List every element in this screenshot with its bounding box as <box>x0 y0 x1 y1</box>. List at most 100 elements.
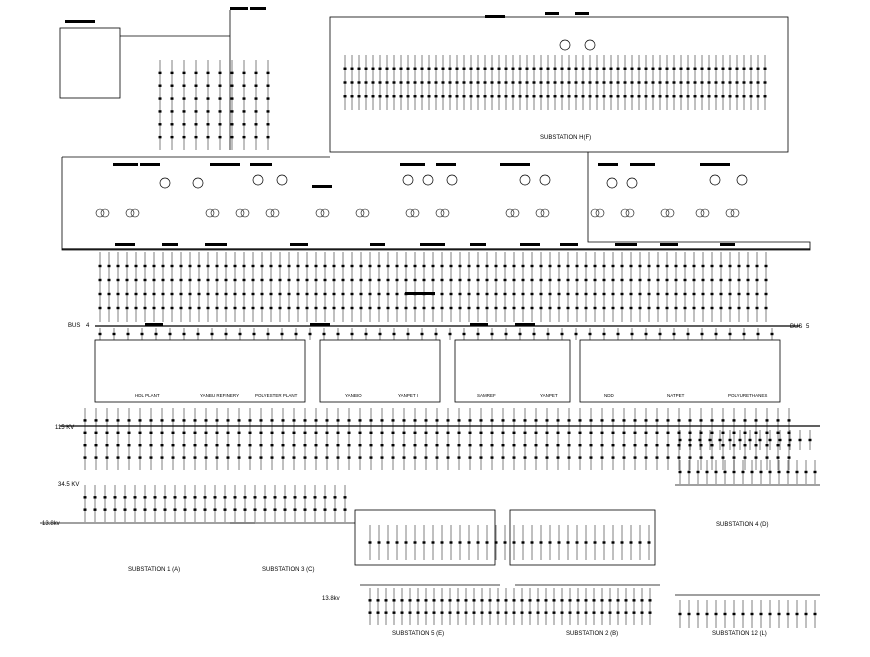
mv-left-breaker <box>83 496 87 499</box>
substation-h-breaker <box>399 67 403 70</box>
hv-distribution-breaker <box>391 419 395 422</box>
lv-center-breaker <box>576 611 580 614</box>
generation-bus-breaker <box>512 264 516 268</box>
hv-distribution-breaker <box>94 444 98 447</box>
hv-distribution-breaker <box>413 456 417 459</box>
generation-bus-breaker <box>737 292 741 296</box>
generation-bus-breaker <box>251 264 255 268</box>
title-bar <box>250 7 266 10</box>
hv-distribution-breaker <box>710 456 714 459</box>
hv-distribution-breaker <box>215 431 219 434</box>
mv-center-breaker <box>503 541 507 544</box>
generation-bus-breaker <box>521 292 525 296</box>
plant-ties-breaker <box>658 332 662 336</box>
substation-h-breaker <box>546 95 550 98</box>
hv-distribution-breaker <box>721 444 725 447</box>
substation-h-breaker <box>574 81 578 84</box>
generation-bus-breaker <box>296 264 300 268</box>
generation-bus-breaker <box>287 292 291 296</box>
top-left-breaker <box>230 84 234 87</box>
generation-bus-breaker <box>98 306 102 310</box>
label-yanbu-refinery: YANBU REFINERY <box>200 393 239 398</box>
generation-bus-breaker <box>395 278 399 282</box>
generation-bus-breaker <box>620 278 624 282</box>
hv-distribution-breaker <box>281 431 285 434</box>
substation-h-breaker <box>483 95 487 98</box>
hv-distribution-breaker <box>776 444 780 447</box>
substation-h-breaker <box>357 95 361 98</box>
substation-h-breaker <box>735 81 739 84</box>
substation-h-breaker <box>378 67 382 70</box>
generation-bus-breaker <box>620 264 624 268</box>
substation-h-breaker <box>539 81 543 84</box>
top-left-breaker <box>170 71 174 75</box>
lv-center-breaker <box>424 611 428 614</box>
hv-distribution-breaker <box>105 419 109 422</box>
hv-distribution-breaker <box>402 431 406 434</box>
sub4-feed-breaker <box>808 438 812 442</box>
label-substation-5: SUBSTATION 5 (E) <box>392 631 444 637</box>
plant-box-mid-left <box>319 339 441 403</box>
hv-distribution-breaker <box>116 431 120 434</box>
plant-ties-breaker <box>532 332 536 336</box>
top-left-breaker <box>218 84 222 87</box>
generation-bus-breaker <box>386 264 390 268</box>
title-bar <box>210 163 240 166</box>
mv-center-breaker <box>629 541 633 544</box>
hv-distribution-breaker <box>160 419 164 422</box>
generation-bus-breaker <box>395 292 399 296</box>
hv-distribution-breaker <box>369 444 373 447</box>
hv-distribution-breaker <box>292 419 296 422</box>
hv-distribution-breaker <box>787 456 791 459</box>
plant-ties-breaker <box>420 332 424 336</box>
lv-center-breaker <box>496 599 500 602</box>
transformer-symbol <box>535 208 545 218</box>
generation-bus-breaker <box>242 264 246 268</box>
hv-distribution-breaker <box>501 444 505 447</box>
mv-left-breaker <box>103 508 107 511</box>
mv-left-breaker <box>233 508 237 511</box>
lv-center-breaker <box>432 611 436 614</box>
sub12-breaker <box>723 612 727 616</box>
lv-center-breaker <box>480 599 484 602</box>
substation-h-breaker <box>686 81 690 84</box>
sub12-breaker <box>714 612 718 616</box>
generation-bus-breaker <box>278 292 282 296</box>
generation-bus-breaker <box>323 278 327 282</box>
lv-center-breaker <box>600 611 604 614</box>
top-left-breaker <box>254 84 258 87</box>
lv-center-breaker <box>640 611 644 614</box>
lv-center-breaker <box>376 599 380 602</box>
lv-center-breaker <box>568 611 572 614</box>
generation-bus-breaker <box>674 306 678 310</box>
hv-distribution-breaker <box>479 419 483 422</box>
generation-bus-breaker <box>161 292 165 296</box>
substation-h-breaker <box>490 67 494 70</box>
generation-bus-breaker <box>215 292 219 296</box>
hv-distribution-breaker <box>754 431 758 434</box>
top-left-breaker <box>182 97 186 100</box>
transformer-symbol <box>595 208 605 218</box>
transformer-symbol <box>695 208 705 218</box>
title-bar <box>436 163 456 166</box>
hv-distribution-breaker <box>534 444 538 447</box>
substation-h-breaker <box>679 81 683 84</box>
generation-bus-breaker <box>494 292 498 296</box>
hv-distribution-breaker <box>138 444 142 447</box>
generation-bus-breaker <box>215 264 219 268</box>
hv-distribution-breaker <box>490 419 494 422</box>
hv-distribution-breaker <box>347 419 351 422</box>
generation-bus-breaker <box>521 306 525 310</box>
hv-distribution-breaker <box>787 444 791 447</box>
substation-h-breaker <box>700 81 704 84</box>
mv-left-breaker <box>123 508 127 511</box>
mv-center-breaker <box>557 541 561 544</box>
generation-bus-breaker <box>728 306 732 310</box>
lv-center-breaker <box>640 599 644 602</box>
substation-h-breaker <box>518 81 522 84</box>
generator-symbol <box>276 174 288 186</box>
label-substation-4: SUBSTATION 4 (D) <box>716 522 768 528</box>
hv-distribution-breaker <box>127 431 131 434</box>
generated-symbols <box>65 7 817 628</box>
hv-distribution-breaker <box>160 456 164 459</box>
